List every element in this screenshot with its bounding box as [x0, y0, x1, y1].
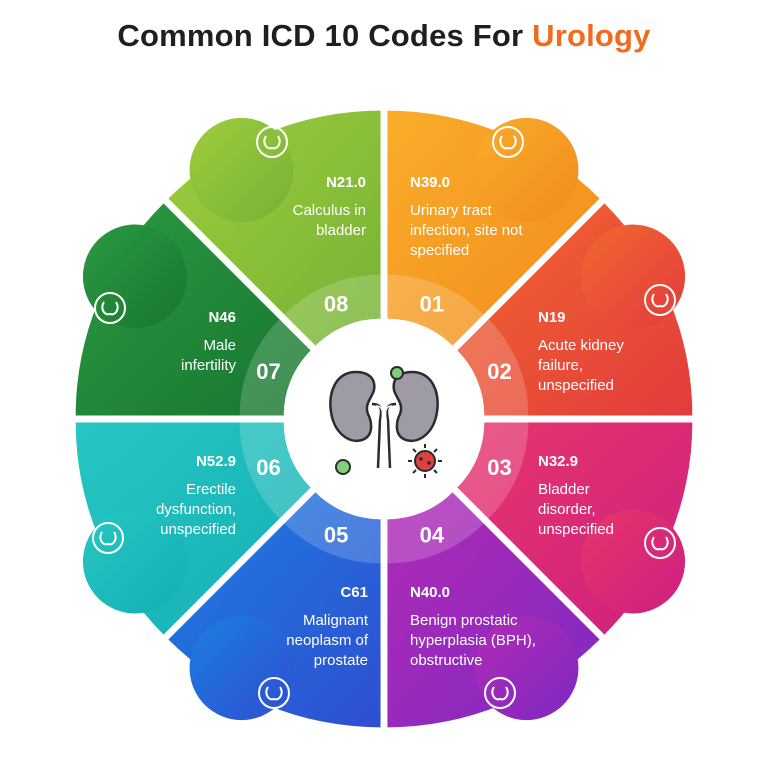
segment-description-line: dysfunction,: [156, 501, 236, 518]
segment-description-line: failure,: [538, 357, 583, 374]
segment-number-band: [239, 319, 311, 416]
segment-description-line: Male: [203, 337, 236, 354]
segment-code: C61: [340, 584, 368, 601]
kidneys-with-bacteria-icon: [329, 366, 442, 478]
number-ring-layer: 01 02 03 04 05 06 07 08: [239, 274, 529, 564]
segment-number: 04: [420, 522, 445, 547]
prostate-icon: [483, 676, 516, 709]
segment-description-line: unspecified: [160, 521, 236, 538]
segment-number-band: [239, 422, 311, 519]
segment-number-band: [284, 274, 381, 346]
segment-number-band: [457, 422, 529, 519]
segment-description-line: infertility: [181, 357, 237, 374]
segment-number: 06: [256, 455, 280, 480]
sperm-icon: [94, 292, 127, 325]
segment-description-line: bladder: [316, 222, 366, 239]
person-thinking-icon: [92, 521, 125, 554]
kidney-drop-icon: [491, 125, 524, 158]
segment-description-line: unspecified: [538, 521, 614, 538]
segment-code: N52.9: [196, 453, 236, 470]
segment-description-line: unspecified: [538, 377, 614, 394]
center-circle: [292, 327, 476, 511]
segment-bump: [82, 509, 187, 614]
segment-code: N19: [538, 309, 566, 326]
segment-code: N21.0: [326, 174, 366, 191]
kidney-stone-icon: [256, 125, 289, 158]
segment-number: 08: [324, 292, 348, 317]
segment-description-line: Malignant: [303, 612, 369, 629]
uterus-icon: [258, 676, 291, 709]
segment-number: 01: [420, 292, 444, 317]
segment-description-line: disorder,: [538, 501, 596, 518]
segment-number: 05: [324, 522, 348, 547]
segment-description-line: Urinary tract: [410, 202, 493, 219]
segment-code: N46: [208, 309, 236, 326]
segment-code: N40.0: [410, 584, 450, 601]
page-title: Common ICD 10 Codes For Urology: [0, 18, 768, 54]
segment-number-band: [284, 492, 381, 564]
segment-description-line: Calculus in: [293, 202, 366, 219]
segment-bump: [82, 224, 187, 329]
segment-description-line: Erectile: [186, 481, 236, 498]
title-prefix: Common ICD 10 Codes For: [117, 18, 533, 53]
segment-bump: [581, 509, 686, 614]
segment-description-line: hyperplasia (BPH),: [410, 632, 536, 649]
segment-description-line: obstructive: [410, 652, 483, 669]
segment-bump: [474, 616, 579, 721]
segment-code: N32.9: [538, 453, 578, 470]
segment-number-band: [387, 492, 484, 564]
segment-number-band: [457, 319, 529, 416]
segment-bump: [581, 224, 686, 329]
title-accent: Urology: [532, 18, 651, 53]
segment-number: 07: [256, 359, 280, 384]
segment-code: N39.0: [410, 174, 450, 191]
segment-number: 03: [487, 455, 511, 480]
segment-description-line: Bladder: [538, 481, 590, 498]
segment-bump: [189, 117, 294, 222]
segment-description-line: Benign prostatic: [410, 612, 518, 629]
bladder-icon: [643, 526, 676, 559]
segment-number-band: [387, 274, 484, 346]
segment-description-line: specified: [410, 242, 469, 259]
segment-description-line: Acute kidney: [538, 337, 624, 354]
segment-description-line: prostate: [314, 652, 368, 669]
kidney-arrows-icon: [643, 284, 676, 317]
segment-description-line: neoplasm of: [286, 632, 369, 649]
segment-description-line: infection, site not: [410, 222, 523, 239]
segment-number: 02: [487, 359, 511, 384]
segment-bump: [189, 616, 294, 721]
